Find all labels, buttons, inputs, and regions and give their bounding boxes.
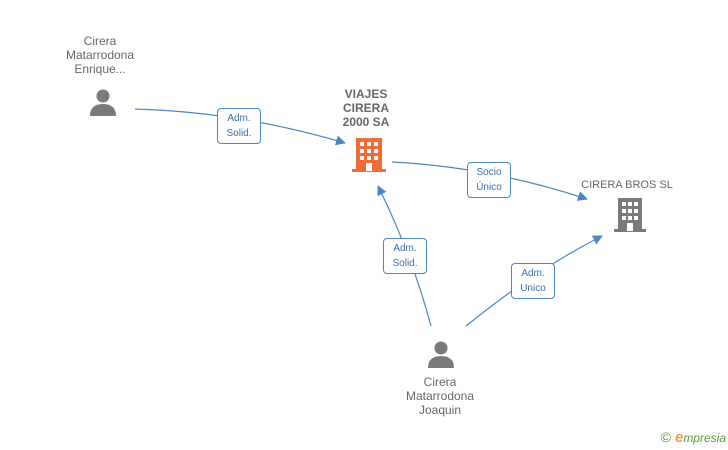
person-icon[interactable] (88, 88, 118, 118)
edge-label-enrique-viajes[interactable]: Adm. Solid. (217, 108, 261, 144)
brand-footer: ©empresia (661, 429, 726, 446)
building-icon[interactable] (614, 197, 646, 233)
edge-label-joaquin-bros[interactable]: Adm. Unico (511, 263, 555, 299)
building-icon-highlight[interactable] (352, 137, 386, 173)
node-label-bros: CIRERA BROS SL (581, 179, 673, 191)
edge-label-joaquin-viajes[interactable]: Adm. Solid. (383, 238, 427, 274)
copyright-symbol: © (660, 429, 671, 445)
edge-label-viajes-bros[interactable]: Socio Único (467, 162, 511, 198)
node-label-joaquin: Cirera Matarrodona Joaquin (405, 375, 475, 417)
node-label-enrique: Cirera Matarrodona Enrique... (65, 34, 135, 76)
brand-logo-letter: e (674, 429, 684, 446)
person-icon[interactable] (426, 340, 456, 370)
brand-logo-text: mpresia (683, 431, 726, 445)
node-label-viajes: VIAJES CIRERA 2000 SA (342, 87, 390, 129)
